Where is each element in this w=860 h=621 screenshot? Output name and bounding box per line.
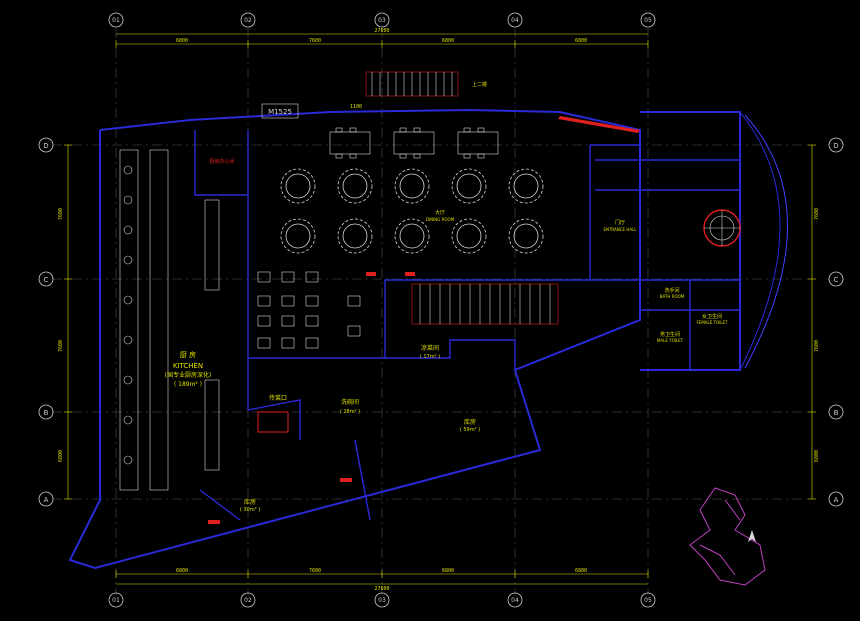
dim-top-total: 27600 [374, 28, 389, 34]
dining-label: 大厅 [435, 209, 445, 216]
female-toilet-label: 女卫生间 [702, 313, 722, 320]
axis-row-c-right: C [834, 276, 839, 284]
column-axis-labels [108, 12, 656, 608]
axis-row-a-left: A [44, 496, 49, 504]
dim-left-3: 6800 [58, 450, 64, 462]
bath-label-en: BATH ROOM [660, 294, 685, 299]
kitchen-label-cn: 厨 房 [180, 350, 196, 359]
axis-col-2-top: 02 [244, 17, 252, 24]
room-tag: M1525 [268, 108, 292, 116]
dish-window-label: 传菜口 [269, 394, 287, 402]
axis-col-5-bottom: 05 [644, 597, 652, 604]
interior-walls [194, 130, 740, 521]
room-tag-box [261, 103, 299, 119]
male-toilet-label-en: MALE TOILET [657, 338, 684, 343]
compass-rose [703, 209, 741, 247]
axis-col-4-top: 04 [511, 17, 519, 24]
dim-right-2: 7600 [814, 340, 820, 352]
dim-left-2: 7600 [58, 340, 64, 352]
stair-central [411, 283, 559, 325]
row-axis-labels [38, 137, 844, 507]
bath-label: 洗手间 [664, 287, 679, 294]
storage1-label: 库房 [464, 418, 476, 426]
dim-top-3: 6800 [442, 38, 454, 44]
dim-bottom-4: 6800 [575, 568, 587, 574]
axis-row-b-left: B [44, 409, 49, 417]
kitchen-label-en: KITCHEN [173, 362, 203, 370]
dim-top-1: 6800 [176, 38, 188, 44]
axis-col-1-top: 01 [112, 17, 120, 24]
cold-room-area: ( 17m² ) [420, 354, 440, 360]
banquet-tables [280, 168, 544, 254]
axis-col-4-bottom: 04 [511, 597, 519, 604]
axis-col-1-bottom: 01 [112, 597, 120, 604]
accent-marks [208, 116, 640, 524]
site-key-map [689, 487, 766, 586]
stair-dim: 1100 [350, 104, 362, 110]
axis-row-b-right: B [834, 409, 839, 417]
dim-right-1: 7600 [814, 208, 820, 220]
stair-top [365, 71, 459, 97]
dish-room-area: ( 28m² ) [340, 409, 360, 415]
axis-row-a-right: A [834, 496, 839, 504]
storage2-area: ( 30m² ) [240, 507, 260, 513]
square-tables [257, 271, 361, 349]
entrance-label-en: ENTRANCE HALL [603, 227, 637, 232]
male-toilet-label: 男卫生间 [660, 331, 680, 338]
dim-bottom-1: 6800 [176, 568, 188, 574]
axis-row-d-right: D [833, 142, 838, 150]
kitchen-area: ( 189m² ) [174, 381, 202, 388]
axis-col-2-bottom: 02 [244, 597, 252, 604]
dining-label-en: DINING ROOM [426, 217, 455, 222]
cold-room-label: 凉菜间 [421, 344, 439, 352]
private-dining-booths [329, 127, 499, 159]
storage1-area: ( 59m² ) [460, 427, 480, 433]
axis-col-3-bottom: 03 [378, 597, 386, 604]
storage2-label: 库房 [244, 498, 256, 506]
axis-row-c-left: C [44, 276, 49, 284]
dim-left-1: 7600 [58, 208, 64, 220]
dim-bottom-total: 27600 [374, 586, 389, 592]
dish-room-label: 洗碗间 [341, 398, 359, 406]
kitchen-note: (国专业厨房深化) [165, 371, 212, 379]
axis-col-3-top: 03 [378, 17, 386, 24]
dim-bottom-3: 6800 [442, 568, 454, 574]
north-arrow [748, 530, 756, 542]
female-toilet-label-en: FEMALE TOILET [696, 320, 728, 325]
dim-right-3: 6800 [814, 450, 820, 462]
dim-bottom-2: 7600 [309, 568, 321, 574]
entrance-label: 门厅 [615, 219, 625, 226]
stair-up-label: 上二楼 [472, 81, 487, 88]
kitchen-equipment [119, 149, 220, 491]
dim-top-4: 6800 [575, 38, 587, 44]
dim-top-2: 7600 [309, 38, 321, 44]
axis-row-d-left: D [43, 142, 48, 150]
dimension-lines [64, 33, 816, 585]
office-label: 厨房办公间 [209, 158, 234, 165]
axis-col-5-top: 05 [644, 17, 652, 24]
